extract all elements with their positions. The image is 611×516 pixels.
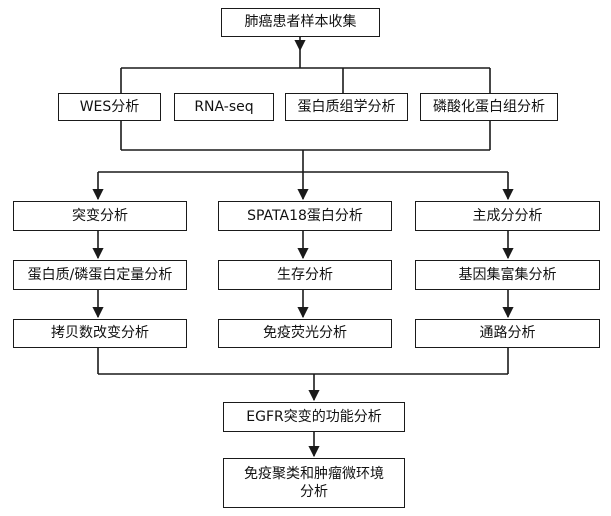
node-survival-analysis: 生存分析 (218, 260, 392, 290)
node-pathway-analysis: 通路分析 (415, 319, 600, 348)
node-rna-seq: RNA-seq (174, 93, 274, 121)
node-immune-tme: 免疫聚类和肿瘤微环境 分析 (223, 458, 405, 508)
node-egfr-function: EGFR突变的功能分析 (223, 402, 405, 432)
node-mutation-analysis: 突变分析 (13, 201, 187, 231)
node-proteomics: 蛋白质组学分析 (285, 93, 408, 121)
node-sample-collection: 肺癌患者样本收集 (221, 8, 380, 37)
node-copy-number: 拷贝数改变分析 (13, 319, 187, 348)
node-phosphoproteomics: 磷酸化蛋白组分析 (420, 93, 558, 121)
node-immunofluorescence: 免疫荧光分析 (218, 319, 392, 348)
node-principal-component: 主成分分析 (415, 201, 600, 231)
node-gsea: 基因集富集分析 (415, 260, 600, 290)
node-wes: WES分析 (58, 93, 161, 121)
node-protein-phospho-quant: 蛋白质/磷蛋白定量分析 (13, 260, 187, 290)
node-spata18-protein: SPATA18蛋白分析 (218, 201, 392, 231)
